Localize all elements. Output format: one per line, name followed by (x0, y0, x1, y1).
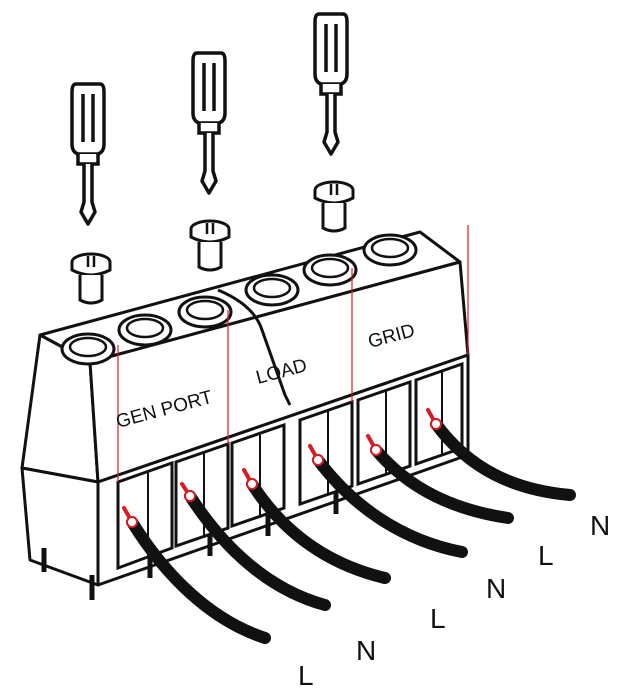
seated-screw-6 (362, 233, 418, 267)
screwdriver-icon-2 (191, 51, 227, 195)
wire-label-4: N (486, 573, 506, 604)
wire-label-2: N (356, 635, 376, 666)
seated-screw-2 (117, 313, 173, 347)
terminal-screw-icon-3 (313, 180, 355, 233)
seated-screw-4 (244, 273, 300, 307)
seated-screw-5 (302, 253, 358, 287)
terminal-screw-icon-2 (189, 219, 231, 272)
wire-label-1: L (298, 660, 314, 691)
wire-label-3: L (430, 603, 446, 634)
guide-lines (117, 225, 469, 482)
seated-screw-3 (177, 295, 233, 329)
screwdriver-icon-1 (70, 82, 106, 226)
seated-screw-1 (60, 332, 116, 366)
screwdriver-icon-3 (313, 12, 349, 156)
terminal-pins (41, 492, 339, 600)
wires (122, 408, 576, 644)
terminal-screw-icon-1 (70, 252, 112, 305)
wire-label-6: N (590, 510, 610, 541)
wire-label-5: L (538, 540, 554, 571)
